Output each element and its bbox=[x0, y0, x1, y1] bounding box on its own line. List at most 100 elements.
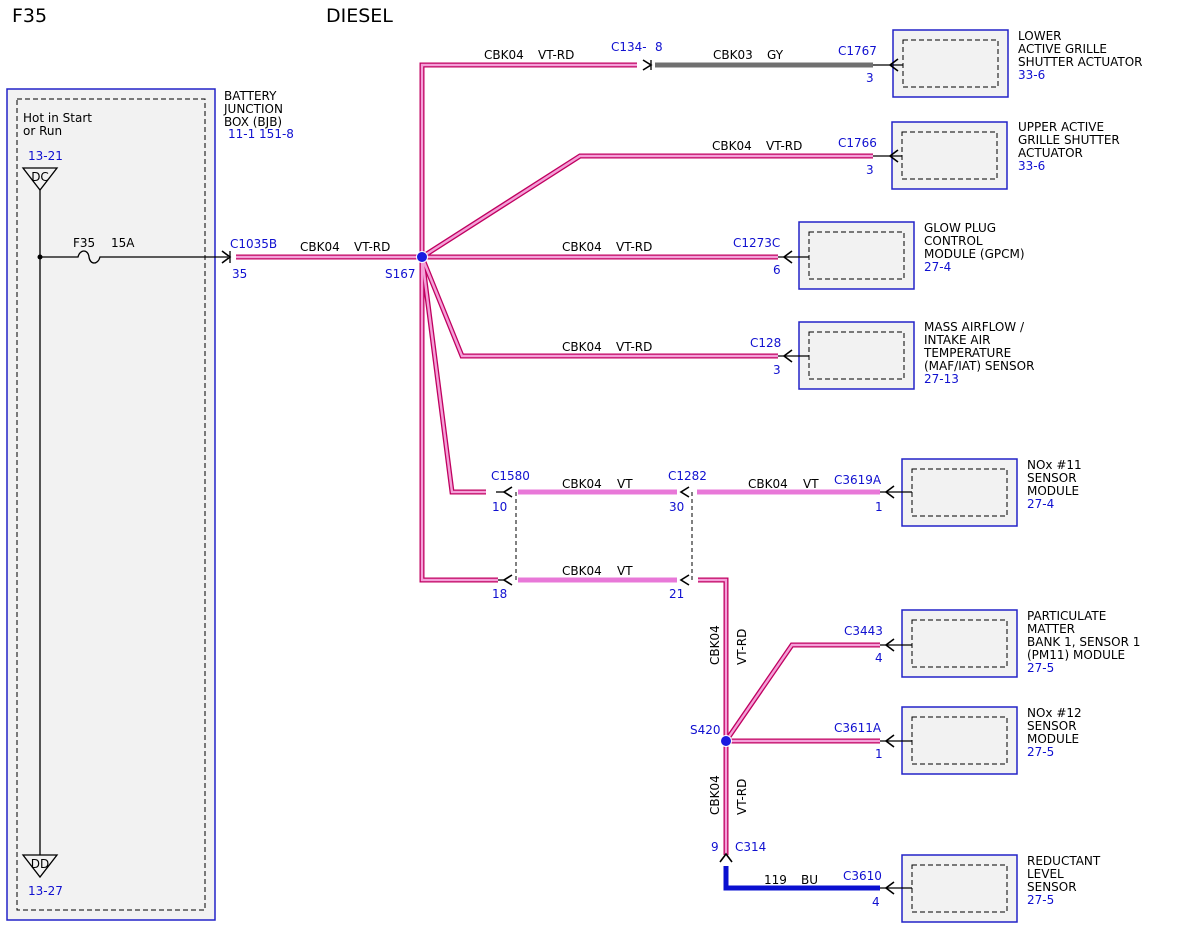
nox-right-circuit-code: CBK04 bbox=[748, 477, 788, 491]
c1580-pin-bottom: 18 bbox=[492, 587, 507, 601]
c1766-label: C1766 bbox=[838, 136, 877, 150]
c128-pin: 3 bbox=[773, 363, 781, 377]
bu-circuit-color: BU bbox=[801, 873, 818, 887]
c314-pin: 9 bbox=[711, 840, 719, 854]
c1273c-label: C1273C bbox=[733, 236, 780, 250]
c314-arrow bbox=[719, 852, 733, 863]
vert1-circuit-color: VT-RD bbox=[735, 629, 749, 665]
component-upper-ags bbox=[873, 121, 1008, 190]
fuse-title: F35 bbox=[12, 5, 47, 27]
lower-ags-ref: 33-6 bbox=[1018, 68, 1045, 82]
dd-bus-triangle bbox=[21, 854, 59, 879]
lower-mid-circuit-code: CBK04 bbox=[562, 564, 602, 578]
bjb-bottom-ref: 13-27 bbox=[28, 884, 63, 898]
c134-label: C134- bbox=[611, 40, 647, 54]
wire-c1580-top bbox=[419, 256, 486, 495]
c1580-label: C1580 bbox=[491, 469, 530, 483]
fuse-label: F35 bbox=[73, 236, 95, 250]
component-gpcm bbox=[778, 221, 915, 290]
dd-bus-label: DD bbox=[31, 857, 49, 871]
component-pm11 bbox=[880, 609, 1018, 678]
c1035b-pin: 35 bbox=[232, 267, 247, 281]
c134-pin: 8 bbox=[655, 40, 663, 54]
nox-right-circuit-color: VT bbox=[803, 477, 819, 491]
c3611a-pin: 1 bbox=[875, 747, 883, 761]
main-circuit-color: VT-RD bbox=[354, 240, 390, 254]
upper-circuit-color: VT-RD bbox=[766, 139, 802, 153]
bu-circuit-code: 119 bbox=[764, 873, 787, 887]
top-circuit-code: CBK04 bbox=[484, 48, 524, 62]
gpcm-circuit-code: CBK04 bbox=[562, 240, 602, 254]
s167-label: S167 bbox=[385, 267, 416, 281]
splice-s420 bbox=[720, 735, 732, 747]
s420-label: S420 bbox=[690, 723, 721, 737]
bjb-top-ref: 13-21 bbox=[28, 149, 63, 163]
component-nox11 bbox=[880, 458, 1018, 527]
c3443-label: C3443 bbox=[844, 624, 883, 638]
nox-left-circuit-color: VT bbox=[617, 477, 633, 491]
c3610-pin: 4 bbox=[872, 895, 880, 909]
c1766-pin: 3 bbox=[866, 163, 874, 177]
c128-label: C128 bbox=[750, 336, 781, 350]
c1035b-label: C1035B bbox=[230, 237, 277, 251]
vert2-circuit-code: CBK04 bbox=[708, 775, 722, 815]
gy-circuit-code: CBK03 bbox=[713, 48, 753, 62]
bjb-outline bbox=[6, 88, 216, 921]
top-circuit-color: VT-RD bbox=[538, 48, 574, 62]
gy-circuit-color: GY bbox=[767, 48, 784, 62]
c3619a-label: C3619A bbox=[834, 473, 882, 487]
pm11-ref: 27-5 bbox=[1027, 661, 1054, 675]
c314-label: C314 bbox=[735, 840, 766, 854]
bjb-inner-outline bbox=[16, 98, 206, 911]
wire-bu bbox=[723, 866, 880, 891]
gpcm-ref: 27-4 bbox=[924, 260, 951, 274]
c3611a-label: C3611A bbox=[834, 721, 882, 735]
c1580-bottom-arrow bbox=[502, 574, 513, 586]
nox11-ref: 27-4 bbox=[1027, 497, 1054, 511]
c1282-pin-top: 30 bbox=[669, 500, 684, 514]
nox-left-circuit-code: CBK04 bbox=[562, 477, 602, 491]
component-maf-iat bbox=[778, 321, 915, 390]
maf-circuit-code: CBK04 bbox=[562, 340, 602, 354]
fuse-rating: 15A bbox=[111, 236, 135, 250]
main-circuit-code: CBK04 bbox=[300, 240, 340, 254]
dc-bus-label: DC bbox=[31, 170, 49, 184]
upper-ags-ref: 33-6 bbox=[1018, 159, 1045, 173]
upper-circuit-code: CBK04 bbox=[712, 139, 752, 153]
c1580-pin-top: 10 bbox=[492, 500, 507, 514]
vt-rd-harness bbox=[236, 62, 880, 855]
vert2-circuit-color: VT-RD bbox=[735, 779, 749, 815]
maf-ref: 27-13 bbox=[924, 372, 959, 386]
reductant-ref: 27-5 bbox=[1027, 893, 1054, 907]
c3619a-pin: 1 bbox=[875, 500, 883, 514]
vert1-circuit-code: CBK04 bbox=[708, 625, 722, 665]
dc-bus-triangle bbox=[21, 167, 59, 192]
c1767-label: C1767 bbox=[838, 44, 877, 58]
c1282-label: C1282 bbox=[668, 469, 707, 483]
component-reductant-level bbox=[880, 854, 1018, 923]
splice-s167 bbox=[416, 251, 428, 263]
gpcm-circuit-color: VT-RD bbox=[616, 240, 652, 254]
component-lower-ags bbox=[873, 29, 1009, 98]
fuse-f35-symbol bbox=[40, 250, 228, 264]
maf-circuit-color: VT-RD bbox=[616, 340, 652, 354]
c1282-pin-bottom: 21 bbox=[669, 587, 684, 601]
c134-arrow bbox=[642, 59, 653, 71]
wire-c1580-bottom bbox=[419, 257, 498, 583]
wire-top bbox=[419, 62, 637, 257]
engine-title: DIESEL bbox=[326, 5, 393, 27]
c1767-pin: 3 bbox=[866, 71, 874, 85]
bjb-ref: 11-1 151-8 bbox=[228, 127, 294, 141]
